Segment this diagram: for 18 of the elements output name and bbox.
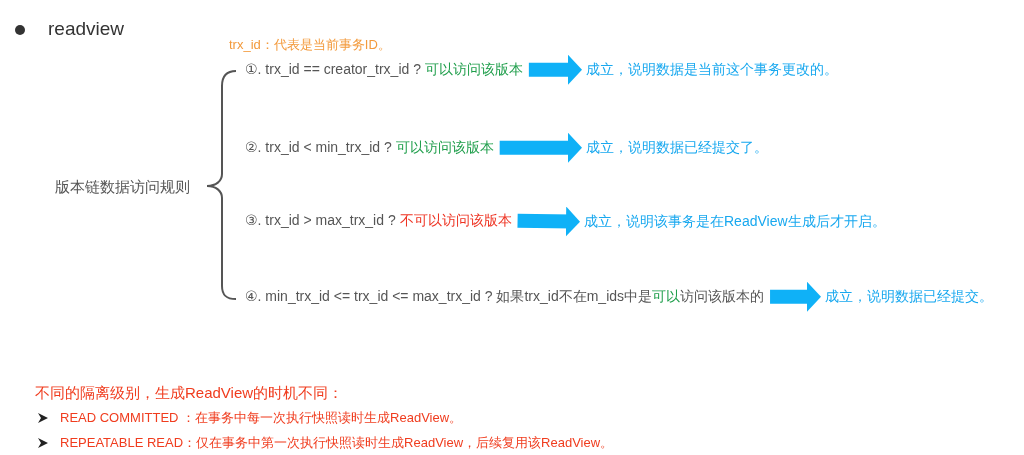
condition-text: ①. trx_id == creator_trx_id ? 可以访问该版本 <box>245 61 523 79</box>
result-text: 成立，说明数据已经提交了。 <box>586 139 768 157</box>
list-item-text: READ COMMITTED ：在事务中每一次执行快照读时生成ReadView。 <box>60 410 463 427</box>
result-text: 成立，说明数据已经提交。 <box>825 288 993 306</box>
result-text: 成立，说明数据是当前这个事务更改的。 <box>586 61 838 79</box>
list-item-text: REPEATABLE READ：仅在事务中第一次执行快照读时生成ReadView，后续复用该ReadView。 <box>60 435 614 452</box>
result-text: 成立，说明该事务是在ReadView生成后才开启。 <box>584 213 886 231</box>
condition-text: ②. trx_id < min_trx_id ? 可以访问该版本 <box>245 139 494 157</box>
block-arrow <box>517 206 581 237</box>
heading: readview <box>48 17 125 41</box>
block-arrow <box>528 54 582 85</box>
section-heading: 不同的隔离级别，生成ReadView的时机不同： <box>35 383 344 403</box>
block-arrow <box>499 132 582 163</box>
topic-label: 版本链数据访问规则 <box>55 177 190 197</box>
note-text: trx_id：代表是当前事务ID。 <box>229 37 391 54</box>
condition-text: ④. min_trx_id <= trx_id <= max_trx_id ? 如果trx_id不在m_ids中是可以访问该版本的 <box>245 288 765 306</box>
condition-text: ③. trx_id > max_trx_id ? 不可以访问该版本 <box>245 212 512 230</box>
block-arrow <box>770 281 821 312</box>
